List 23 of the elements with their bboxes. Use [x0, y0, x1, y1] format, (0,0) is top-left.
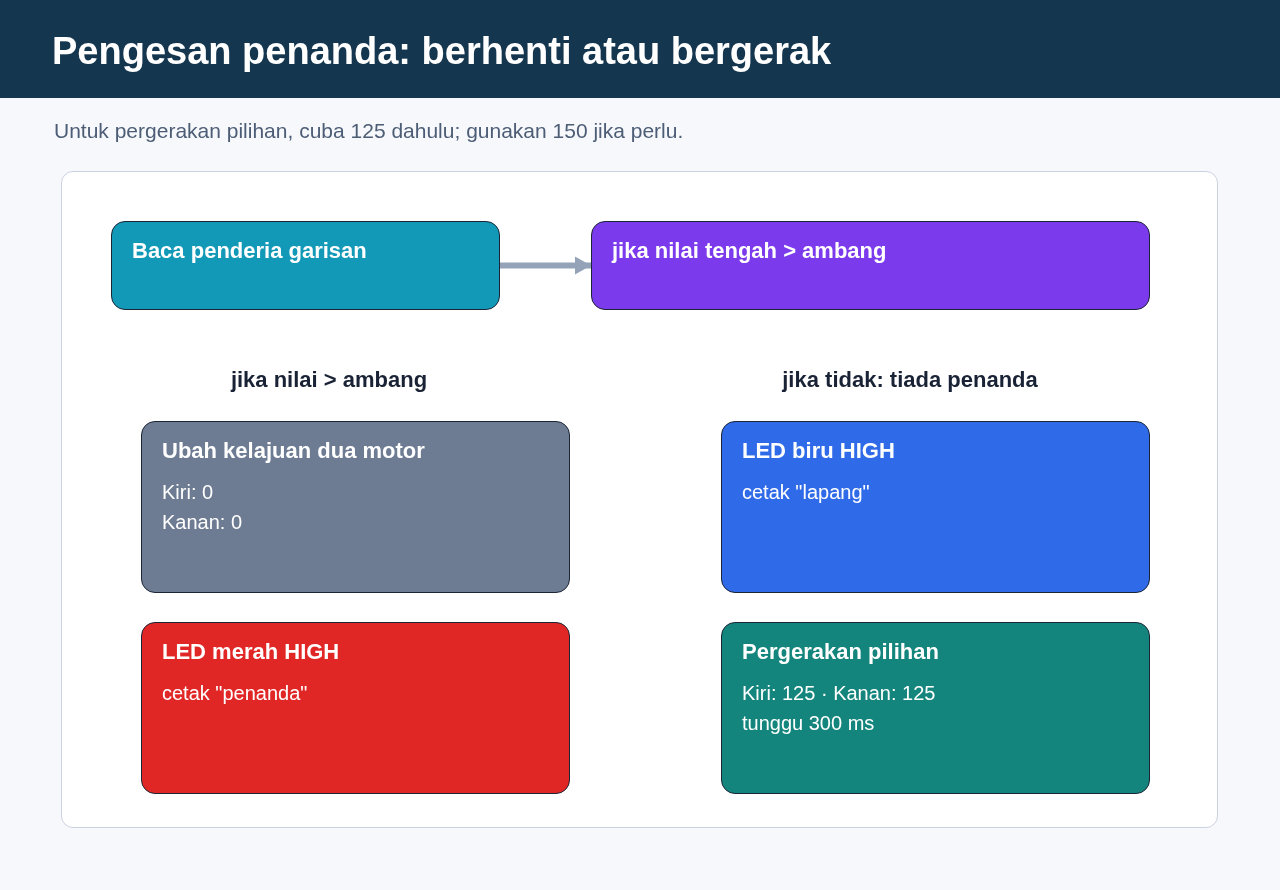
node-text: cetak "lapang" — [742, 480, 870, 505]
branch-label: jika tidak: tiada penanda — [782, 367, 1038, 393]
process-box — [721, 622, 1150, 794]
process-box — [591, 221, 1150, 310]
node-title: LED merah HIGH — [162, 639, 340, 665]
node-title: LED biru HIGH — [742, 438, 895, 464]
process-box — [721, 421, 1150, 593]
node-title: jika nilai tengah > ambang — [612, 238, 887, 264]
process-box — [141, 421, 570, 593]
process-box — [111, 221, 500, 310]
node-text: tunggu 300 ms — [742, 711, 875, 736]
subtitle: Untuk pergerakan pilihan, cuba 125 dahulu; gunakan 150 jika perlu. — [54, 118, 684, 144]
node-title: Ubah kelajuan dua motor — [162, 438, 425, 464]
arrow — [500, 256, 591, 275]
title: Pengesan penanda: berhenti atau bergerak — [52, 29, 832, 74]
node-text: Kanan: 0 — [162, 510, 243, 535]
node-text: Kiri: 0 — [162, 480, 214, 505]
branch-label: jika nilai > ambang — [230, 367, 428, 393]
node-text: cetak "penanda" — [162, 681, 308, 706]
node-title: Pergerakan pilihan — [742, 639, 939, 665]
process-box — [141, 622, 570, 794]
node-title: Baca penderia garisan — [132, 238, 367, 264]
node-text: Kiri: 125 · Kanan: 125 — [742, 681, 936, 706]
